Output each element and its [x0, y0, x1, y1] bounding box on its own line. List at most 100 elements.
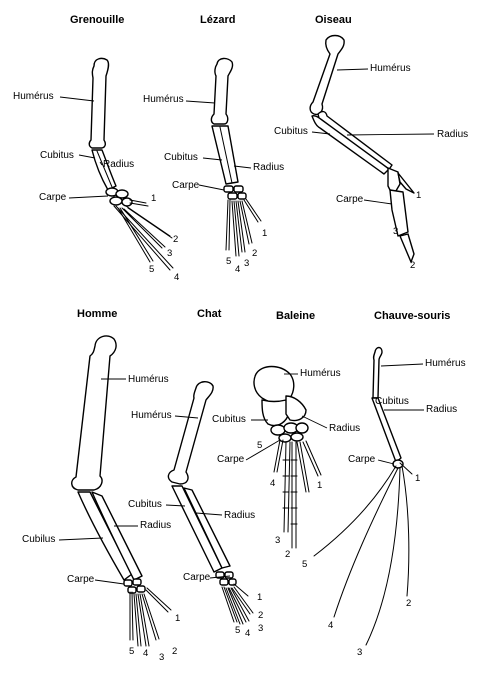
bird-digit-2: 2: [410, 260, 415, 271]
lizard-carpus-label: Carpe: [172, 180, 200, 191]
lizard-ulna-label: Cubitus: [164, 152, 198, 163]
human-digit-5: 5: [129, 646, 134, 657]
frog-title: Grenouille: [70, 14, 124, 26]
cat-humerus: [167, 381, 214, 485]
whale-digit-4: 4: [270, 478, 275, 489]
panel-human: Homme Humérus Cubilus Radius Carpe 1 2 3…: [22, 308, 180, 663]
bat-digit-1: 1: [415, 473, 420, 484]
bat-radius: [371, 397, 402, 463]
bat-digit-3: 3: [357, 647, 362, 658]
bat-digit-4: 4: [328, 620, 333, 631]
lizard-digit-1: 1: [262, 228, 267, 239]
bat-humerus-label: Humérus: [425, 358, 466, 369]
bird-radius: [317, 110, 393, 172]
cat-carpals: [215, 571, 237, 586]
human-humerus: [71, 335, 117, 491]
whale-digit-3: 3: [275, 535, 280, 546]
human-ulna-label: Cubilus: [22, 534, 55, 545]
cat-carpus-label: Carpe: [183, 572, 211, 583]
whale-digits: [273, 439, 322, 549]
whale-digit-1: 1: [317, 480, 322, 491]
cat-digit-4: 4: [245, 628, 250, 639]
whale-carpus-label: Carpe: [217, 454, 245, 465]
frog-radius-label: Radius: [103, 159, 134, 170]
bird-title: Oiseau: [315, 14, 352, 26]
lizard-digit-5: 5: [226, 256, 231, 267]
frog-digit-4: 4: [174, 272, 179, 283]
human-radius-label: Radius: [140, 520, 171, 531]
human-title: Homme: [77, 308, 117, 320]
bat-carpus-label: Carpe: [348, 454, 376, 465]
bird-humerus: [309, 34, 345, 116]
whale-ulna-label: Cubitus: [212, 414, 246, 425]
cat-radius: [183, 487, 231, 569]
frog-humerus-label: Humérus: [13, 91, 54, 102]
cat-digit-2: 2: [258, 610, 263, 621]
whale-radius: [285, 395, 307, 422]
frog-radio-ulna: [91, 149, 117, 191]
bird-radius-label: Radius: [437, 129, 468, 140]
frog-carpus-label: Carpe: [39, 192, 67, 203]
cat-digit-1: 1: [257, 592, 262, 603]
bat-title: Chauve-souris: [374, 310, 450, 322]
cat-digits: [221, 583, 254, 625]
whale-radius-label: Radius: [329, 423, 360, 434]
frog-ulna-label: Cubitus: [40, 150, 74, 161]
human-humerus-label: Humérus: [128, 374, 169, 385]
frog-humerus: [88, 57, 110, 149]
frog-digit-5: 5: [149, 264, 154, 275]
lizard-title: Lézard: [200, 14, 235, 26]
whale-humerus-label: Humérus: [300, 368, 341, 379]
bird-carpometacarpus: [387, 167, 415, 263]
cat-digit-3: 3: [258, 623, 263, 634]
cat-digit-5: 5: [235, 625, 240, 636]
whale-ulna: [261, 399, 289, 427]
bat-digit-5: 5: [302, 559, 307, 570]
lizard-radio-ulna: [211, 125, 239, 185]
lizard-digits: [225, 198, 262, 257]
human-radius: [91, 491, 143, 581]
cat-ulna-label: Cubitus: [128, 499, 162, 510]
bird-digit-1: 1: [416, 190, 421, 201]
whale-carpals: [270, 422, 309, 443]
human-carpus-label: Carpe: [67, 574, 95, 585]
human-digit-4: 4: [143, 648, 148, 659]
lizard-carpals: [223, 185, 247, 200]
human-digit-2: 2: [172, 646, 177, 657]
whale-title: Baleine: [276, 310, 315, 322]
human-carpals: [123, 578, 146, 594]
bat-digits: [313, 462, 413, 646]
frog-digit-3: 3: [167, 248, 172, 259]
panel-lizard: Lézard Humérus Cubitus Radius Carpe 1 2 …: [143, 14, 284, 275]
cat-radius-label: Radius: [224, 510, 255, 521]
bird-ulna: [311, 115, 390, 175]
lizard-radius-label: Radius: [253, 162, 284, 173]
panel-frog: Grenouille Humérus Cubitus Radius Carpe: [13, 14, 179, 283]
panel-cat: Chat Humérus Cubitus Radius Carpe 1 2 3 …: [128, 308, 263, 639]
cat-humerus-label: Humérus: [131, 410, 172, 421]
bat-humerus: [372, 346, 383, 399]
lizard-humerus: [210, 57, 234, 125]
cat-title: Chat: [197, 308, 222, 320]
human-digits: [129, 587, 172, 647]
frog-digits: [113, 199, 174, 271]
frog-digit-1: 1: [151, 193, 156, 204]
bat-radius-label: Radius: [426, 404, 457, 415]
lizard-digit-2: 2: [252, 248, 257, 259]
panel-bat: Chauve-souris Humérus Cubitus Radius Car…: [302, 310, 466, 658]
lizard-humerus-label: Humérus: [143, 94, 184, 105]
frog-digit-2: 2: [173, 234, 178, 245]
lizard-digit-4: 4: [235, 264, 240, 275]
bird-humerus-label: Humérus: [370, 63, 411, 74]
lizard-digit-3: 3: [244, 258, 249, 269]
bat-digit-2: 2: [406, 598, 411, 609]
whale-digit-5: 5: [257, 440, 262, 451]
frog-carpals: [105, 187, 133, 207]
bird-digit-3: 3: [393, 226, 398, 237]
human-digit-3: 3: [159, 652, 164, 663]
human-digit-1: 1: [175, 613, 180, 624]
panel-whale: Baleine Humérus Cubitus Radius Carpe 1: [212, 310, 360, 560]
panel-bird: Oiseau Humérus Cubitus Radius Carpe 1 2 …: [274, 14, 468, 271]
bird-carpus-label: Carpe: [336, 194, 364, 205]
